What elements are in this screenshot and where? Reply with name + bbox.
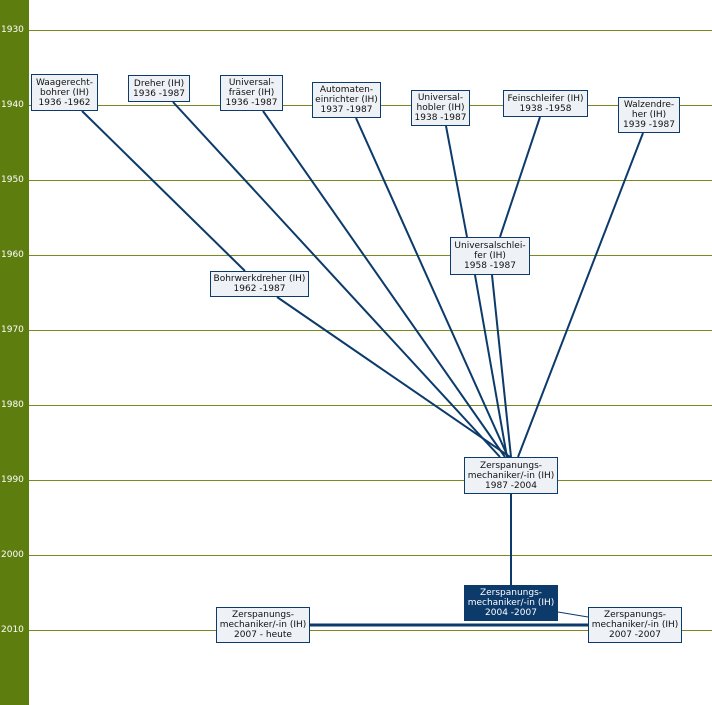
occupation-node[interactable]: Dreher (IH)1936 -1987 (128, 75, 190, 102)
node-text: Zerspanungs- (479, 588, 543, 598)
node-text: 2004 -2007 (485, 608, 537, 618)
node-text: 1958 -1987 (464, 261, 516, 271)
gridline (29, 30, 712, 31)
node-text: 1936 -1987 (133, 88, 185, 99)
occupation-node[interactable]: Zerspanungs-mechaniker/-in (IH)2007 -200… (588, 607, 682, 643)
gridline (29, 555, 712, 556)
node-text: 2007 -2007 (609, 630, 661, 640)
gridline (29, 480, 712, 481)
node-text: 1938 -1987 (414, 113, 467, 123)
edge-line (262, 110, 506, 458)
node-text: Walzendre- (623, 100, 675, 110)
edge-line (445, 125, 468, 238)
edge-line (499, 116, 541, 238)
year-label: 1930 (1, 25, 24, 35)
node-text: 1937 -1987 (320, 105, 373, 115)
gridline (29, 180, 712, 181)
occupation-node[interactable]: Universalschlei-fer (IH)1958 -1987 (450, 237, 530, 275)
year-label: 1970 (1, 325, 24, 335)
node-text: mechaniker/-in (IH) (219, 620, 307, 630)
node-text: Automaten- (319, 85, 374, 95)
occupation-node[interactable]: Waagerecht-bohrer (IH)1936 -1962 (31, 74, 98, 111)
edge-line (81, 110, 246, 272)
gridline (29, 630, 712, 631)
node-text: 2007 - heute (234, 630, 292, 640)
node-text: Universalschlei- (454, 241, 526, 251)
gridline (29, 255, 712, 256)
node-text: 1987 -2004 (485, 480, 537, 491)
occupation-node[interactable]: Universal-fräser (IH)1936 -1987 (220, 75, 283, 111)
edge-line (276, 296, 511, 458)
year-label: 2010 (1, 625, 24, 635)
year-label: 1990 (1, 475, 24, 485)
edge-line (491, 274, 512, 458)
node-text: Waagerecht- (35, 77, 94, 88)
edge-line (355, 117, 509, 458)
node-text: einrichter (IH) (315, 95, 378, 105)
gridline (29, 330, 712, 331)
node-text: Universal- (228, 78, 275, 88)
node-text: fräser (IH) (228, 88, 275, 98)
edge-line (557, 611, 589, 618)
edge-line (517, 132, 644, 458)
gridline (29, 405, 712, 406)
node-text: Zerspanungs- (603, 610, 667, 620)
node-text: bohrer (IH) (40, 87, 89, 98)
node-text: mechaniker/-in (IH) (467, 470, 555, 481)
occupation-node[interactable]: Universal-hobler (IH)1938 -1987 (411, 90, 470, 126)
year-label: 1950 (1, 175, 24, 185)
node-text: Dreher (IH) (133, 78, 185, 89)
occupation-node[interactable]: Zerspanungs-mechaniker/-in (IH)1987 -200… (464, 457, 558, 494)
occupation-node[interactable]: Walzendre-her (IH)1939 -1987 (618, 97, 680, 133)
node-text: Bohrwerkdreher (IH) (213, 274, 306, 284)
node-text: 1962 -1987 (233, 284, 286, 294)
year-label: 1980 (1, 400, 24, 410)
node-text: Universal- (417, 93, 464, 103)
node-text: Zerspanungs- (231, 610, 295, 620)
year-axis (0, 0, 29, 705)
edge-line (474, 274, 508, 458)
year-label: 1940 (1, 100, 24, 110)
node-text: mechaniker/-in (IH) (591, 620, 679, 630)
year-label: 1960 (1, 250, 24, 260)
occupation-node[interactable]: Feinschleifer (IH)1938 -1958 (503, 90, 588, 117)
node-text: her (IH) (631, 110, 667, 120)
occupation-node[interactable]: Zerspanungs-mechaniker/-in (IH)2007 - he… (216, 607, 310, 643)
node-text: fer (IH) (474, 251, 506, 261)
node-text: 1936 -1962 (38, 97, 91, 108)
node-text: 1938 -1958 (519, 103, 572, 114)
edge-line (172, 101, 501, 458)
occupation-node[interactable]: Zerspanungs-mechaniker/-in (IH)2004 -200… (464, 585, 558, 621)
occupation-node[interactable]: Automaten-einrichter (IH)1937 -1987 (312, 82, 381, 118)
node-text: Zerspanungs- (479, 460, 543, 471)
node-text: Feinschleifer (IH) (507, 93, 584, 104)
year-label: 2000 (1, 550, 24, 560)
node-text: 1939 -1987 (623, 120, 675, 130)
node-text: hobler (IH) (416, 103, 465, 113)
node-text: mechaniker/-in (IH) (467, 598, 555, 608)
node-text: 1936 -1987 (225, 98, 278, 108)
occupation-node[interactable]: Bohrwerkdreher (IH)1962 -1987 (210, 271, 309, 297)
